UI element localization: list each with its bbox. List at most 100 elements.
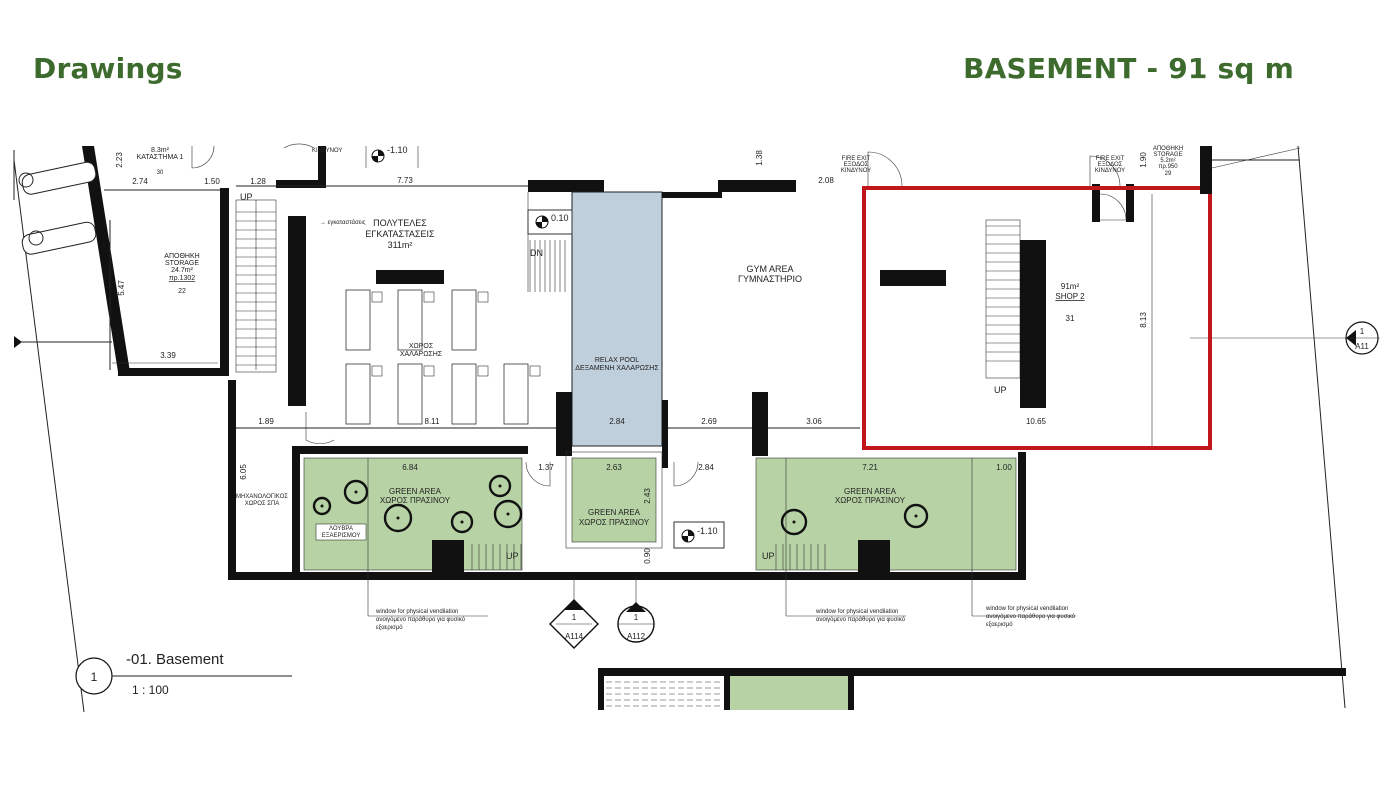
svg-text:→ εγκαταστάσεις: → εγκαταστάσεις: [320, 219, 366, 226]
level-top-label: -1.10: [387, 145, 408, 155]
fire-exit-2-kind: ΚΙΝΔΥΝΟΥ: [1095, 168, 1125, 174]
section-marker-a11: 1 A11: [1345, 321, 1380, 355]
tree-trunk: [320, 504, 324, 508]
tree-trunk: [396, 516, 400, 520]
dim-3-06: 3.06: [806, 417, 822, 426]
drawings-title: Drawings: [33, 52, 183, 85]
drawing-title-block: 1 -01. Basement 1 : 100: [75, 651, 292, 697]
gym-area: GYM AREA ΓΥΜΝΑΣΤΗΡΙΟ 2.69 3.06 2.08 1.38…: [701, 150, 903, 456]
basement-area-title: BASEMENT - 91 sq m: [963, 52, 1294, 85]
dim-2-63: 2.63: [606, 463, 622, 472]
section-a11-ref: A11: [1355, 342, 1369, 351]
storage-right-num: 29: [1165, 171, 1172, 177]
green-2-en: GREEN AREA: [588, 508, 641, 517]
tree-trunk: [460, 520, 464, 524]
lounger: [397, 363, 423, 425]
store-top-area: 8.3m²: [151, 147, 170, 154]
fire-exit-1-kind: ΚΙΝΔΥΝΟΥ: [841, 168, 871, 174]
luxury-zone: 7.73 ΠΟΛΥΤΕΛΕΣ ΕΓΚΑΤΑΣΤΑΣΕΙΣ 311m² ΧΩΡΟΣ…: [236, 145, 860, 444]
green-3-en: GREEN AREA: [844, 487, 897, 496]
tree: [493, 499, 523, 529]
store-top-name: ΚΑΤΑΣΤΗΜΑ 1: [137, 154, 184, 161]
fire-exit-2-en: FIRE EXIT: [1096, 156, 1125, 162]
storage-label-gr: ΑΠΟΘΗΚΗ: [164, 253, 199, 260]
section-a112-ref: A112: [627, 632, 646, 641]
storage-right-gr: ΑΠΟΘΗΚΗ: [1153, 146, 1183, 152]
section-marker-a114: 1 A114: [549, 578, 599, 649]
green-3-up-label: UP: [762, 551, 775, 561]
tree: [343, 479, 369, 505]
dim-8-11: 8.11: [425, 417, 441, 426]
tree: [488, 474, 512, 498]
level-bottom-label: -1.10: [697, 526, 718, 536]
storage-room: ΑΠΟΘΗΚΗ STORAGE 24.7m² πρ.1302 22 3.39 5…: [104, 145, 266, 376]
green-areas: GREEN AREA ΧΩΡΟΣ ΠΡΑΣΙΝΟΥ GREEN AREA ΧΩΡ…: [228, 446, 1026, 580]
shop-stair-up-label: UP: [994, 385, 1007, 395]
luxury-label-1: ΠΟΛΥΤΕΛΕΣ: [373, 218, 427, 228]
drawing-name: -01. Basement: [126, 651, 224, 668]
right-structure: FIRE EXIT ΕΞΟΔΟΣ ΚΙΝΔΥΝΟΥ ΑΠΟΘΗΚΗ STORAG…: [1089, 145, 1346, 709]
tree-trunk: [506, 512, 510, 516]
storage-ref: πρ.1302: [169, 275, 195, 282]
lounger: [503, 363, 529, 425]
storage-right-en: STORAGE: [1153, 152, 1182, 158]
note-1-line-2: ανοιγόμενο παράθυρο για φυσικό: [376, 616, 466, 623]
green-3-gr: ΧΩΡΟΣ ΠΡΑΣΙΝΟΥ: [835, 496, 906, 505]
kindynou-top-label: ΚΙΝΔΥΝΟΥ: [312, 148, 342, 154]
dim-2-84b: 2.84: [698, 463, 714, 472]
tree: [312, 496, 332, 516]
green-1-en: GREEN AREA: [389, 487, 442, 496]
lounger: [397, 289, 423, 351]
gym-label-gr: ΓΥΜΝΑΣΤΗΡΙΟ: [738, 274, 802, 284]
tree-trunk: [914, 514, 918, 518]
note-2-line-1: window for physical vendilation: [815, 609, 898, 615]
bottom-structure: [598, 668, 1346, 710]
section-a112-num: 1: [634, 613, 639, 622]
lounger-table: [371, 365, 383, 377]
drawing-scale: 1 : 100: [132, 683, 169, 697]
dim-0-90: 0.90: [643, 548, 652, 564]
note-3-line-3: εξαερισμό: [986, 621, 1013, 628]
shop-highlight-frame: [862, 186, 1212, 450]
fire-exit-2-gr: ΕΞΟΔΟΣ: [1098, 162, 1123, 168]
dim-7-73: 7.73: [397, 176, 413, 185]
dim-1-50: 1.50: [204, 177, 220, 186]
storage-label-en: STORAGE: [165, 260, 199, 267]
relax-area-label-2: ΧΑΛΑΡΩΣΗΣ: [400, 351, 443, 358]
tree-trunk: [498, 484, 502, 488]
dim-1-37: 1.37: [538, 463, 554, 472]
lounger: [345, 363, 371, 425]
dim-2-69: 2.69: [701, 417, 717, 426]
stair-dn-label: DN: [530, 248, 543, 258]
ventilation-notes: window for physical vendilation ανοιγόμε…: [367, 458, 1076, 631]
green-1-gr: ΧΩΡΟΣ ΠΡΑΣΙΝΟΥ: [380, 496, 451, 505]
left-stair: UP ΚΙΝΔΥΝΟΥ: [228, 143, 342, 580]
dim-6-84: 6.84: [402, 463, 418, 472]
left-outer-structure: [13, 146, 130, 713]
tree: [383, 503, 413, 533]
note-1-line-1: window for physical vendilation: [375, 609, 458, 615]
gym-label-en: GYM AREA: [746, 264, 793, 274]
dim-1-90: 1.90: [1139, 152, 1148, 168]
lounger-table: [477, 291, 489, 303]
tree: [903, 503, 929, 529]
stair-up-label: UP: [240, 192, 253, 202]
tree-trunk: [792, 520, 796, 524]
dim-2-08: 2.08: [818, 176, 834, 185]
lounger: [451, 289, 477, 351]
lounger-table: [423, 291, 435, 303]
shop-area: 91m²: [1061, 282, 1080, 291]
dim-2-74: 2.74: [132, 177, 148, 186]
storage-right-area: 5.2m²: [1160, 158, 1175, 164]
drawing-number: 1: [91, 670, 98, 684]
dim-8-13: 8.13: [1139, 312, 1148, 328]
section-a114-num: 1: [572, 613, 577, 622]
store-top-number: 30: [157, 170, 164, 176]
tree-trunk: [354, 490, 358, 494]
dim-7-21: 7.21: [862, 463, 878, 472]
louver-label-1: ΛΟΥΒΡΑ: [329, 526, 353, 532]
dim-1-28: 1.28: [250, 177, 266, 186]
dim-10-65: 10.65: [1026, 417, 1047, 426]
dim-1-89: 1.89: [258, 417, 274, 426]
green-2-gr: ΧΩΡΟΣ ΠΡΑΣΙΝΟΥ: [579, 518, 650, 527]
